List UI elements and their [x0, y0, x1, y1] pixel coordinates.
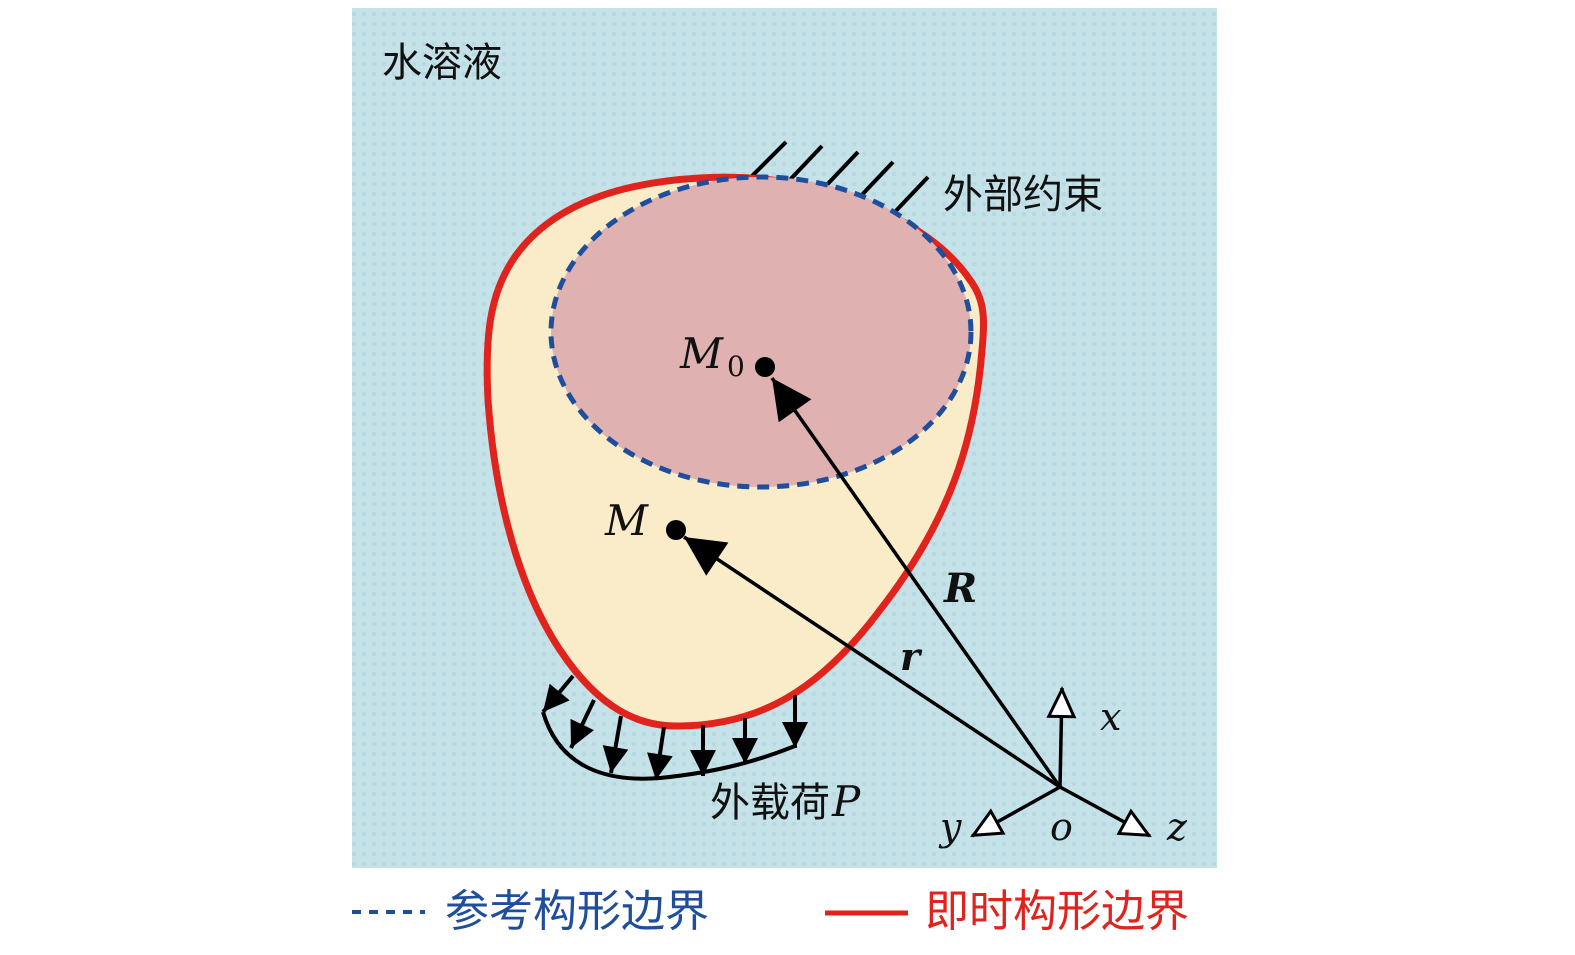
vector-R-label: R: [943, 565, 977, 612]
point-M0-label: M: [679, 329, 724, 378]
axis-y-label: y: [938, 805, 962, 849]
legend: 参考构形边界 即时构形边界: [352, 886, 1189, 937]
vector-r-label: r: [900, 634, 923, 679]
point-M-label: M: [604, 496, 649, 545]
vector-R: [770, 376, 1062, 789]
load-symbol: P: [831, 777, 861, 826]
axis-x-label: x: [1100, 695, 1121, 739]
point-M0: [755, 357, 775, 377]
solution-label: 水溶液: [382, 40, 502, 86]
legend-current-label: 即时构形边界: [925, 886, 1189, 937]
origin-label: o: [1050, 805, 1073, 849]
reference-configuration-boundary: [548, 174, 974, 490]
load-arrows: [541, 674, 808, 781]
coordinate-axes: [970, 685, 1152, 838]
point-M0-subscript: 0: [727, 350, 745, 383]
constraint-label: 外部约束: [943, 172, 1103, 218]
axis-z-label: z: [1166, 805, 1188, 849]
vector-r: [683, 535, 1061, 789]
legend-reference-label: 参考构形边界: [445, 886, 709, 937]
point-M: [666, 520, 686, 540]
load-label: 外载荷: [710, 780, 830, 826]
